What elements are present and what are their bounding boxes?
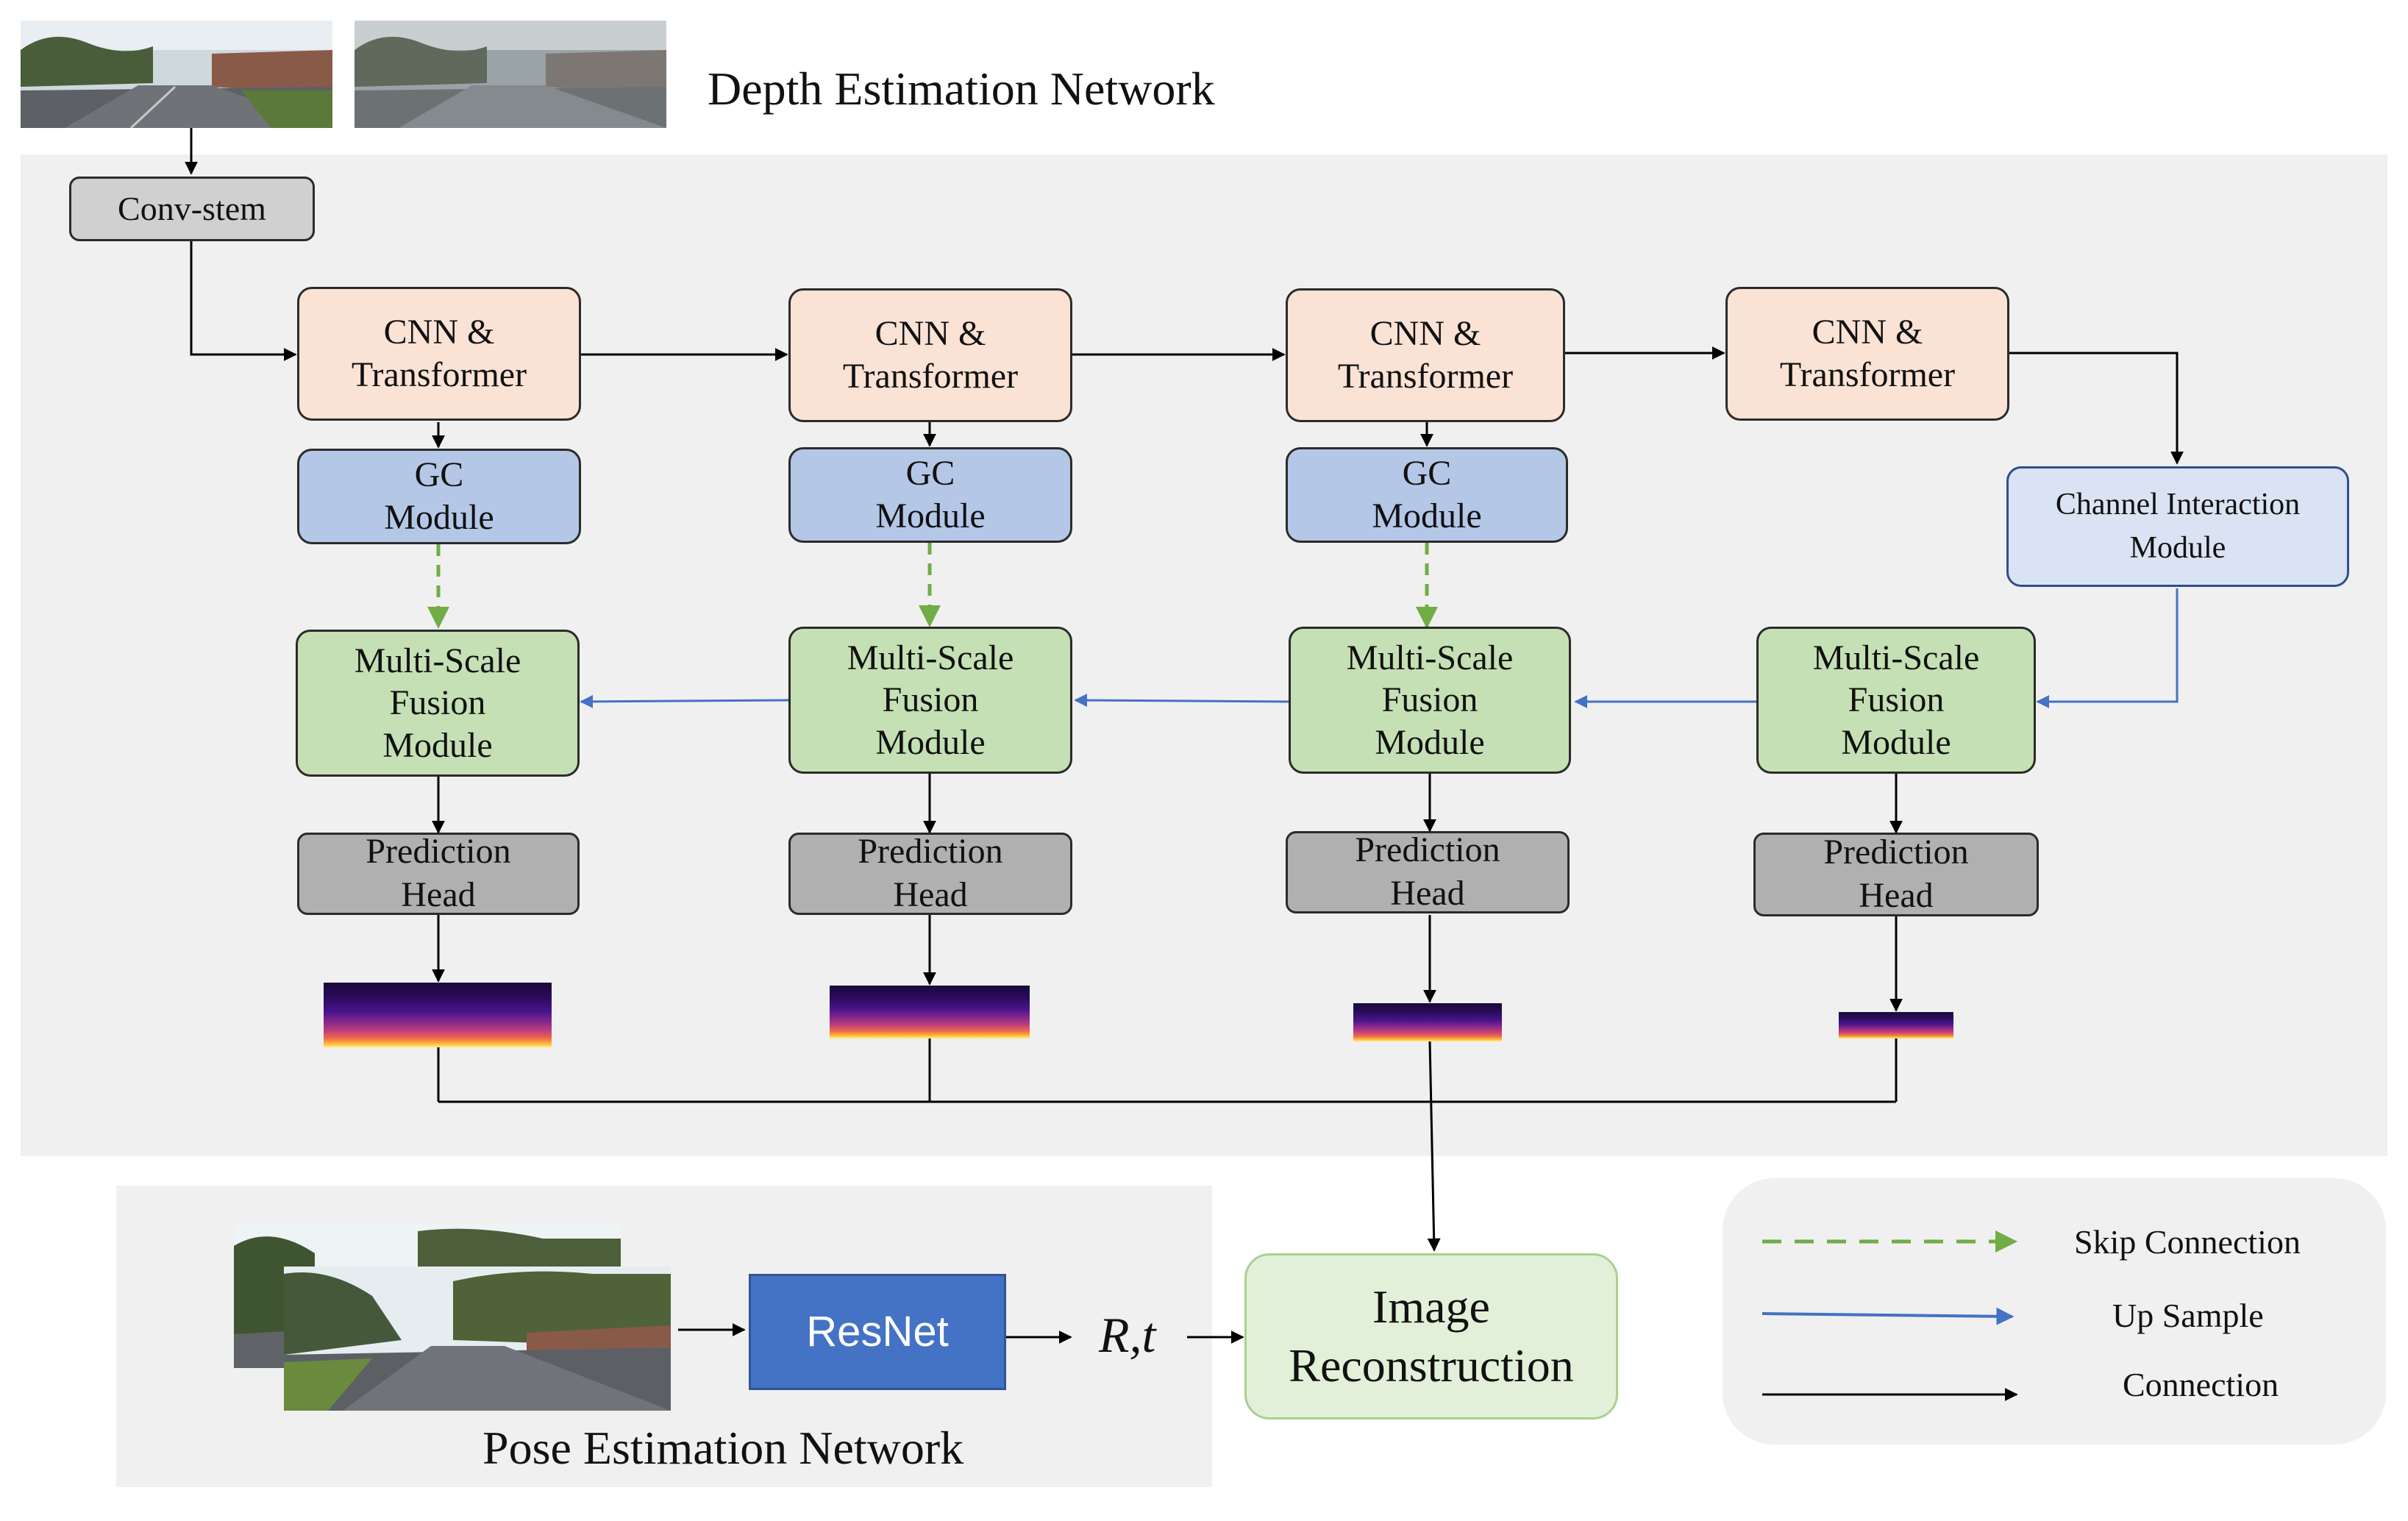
- pose-input-frame-front: [284, 1267, 671, 1411]
- conv-stem-box: Conv-stem: [69, 177, 315, 241]
- legend-skip-connection-label: Skip Connection: [2074, 1223, 2301, 1261]
- prediction-head-stage-4: Prediction Head: [1753, 833, 2039, 916]
- channel-interaction-module: Channel Interaction Module: [2006, 466, 2349, 587]
- input-image-rgb: [21, 21, 332, 128]
- legend-connection-label: Connection: [2123, 1366, 2279, 1403]
- multi-scale-fusion-stage-4: Multi-Scale Fusion Module: [1756, 627, 2036, 774]
- cnn-transformer-stage-1: CNN & Transformer: [297, 287, 581, 421]
- gc-module-stage-1: GC Module: [297, 449, 581, 544]
- input-image-augmented: [355, 21, 666, 128]
- pose-output-rt: R,t: [1099, 1307, 1156, 1363]
- legend-up-sample-label: Up Sample: [2112, 1297, 2264, 1334]
- gc-module-stage-3: GC Module: [1286, 447, 1568, 543]
- gc-module-stage-2: GC Module: [788, 447, 1072, 543]
- prediction-head-stage-2: Prediction Head: [788, 832, 1072, 915]
- depth-map-scale-4: [1839, 1012, 1953, 1039]
- cnn-transformer-stage-4: CNN & Transformer: [1725, 287, 2009, 421]
- resnet-box: ResNet: [749, 1274, 1006, 1390]
- depth-map-scale-3: [1353, 1003, 1502, 1041]
- multi-scale-fusion-stage-1: Multi-Scale Fusion Module: [296, 630, 580, 777]
- multi-scale-fusion-stage-2: Multi-Scale Fusion Module: [788, 627, 1072, 774]
- legend-panel: [1723, 1178, 2386, 1445]
- prediction-head-stage-1: Prediction Head: [297, 832, 580, 915]
- cnn-transformer-stage-3: CNN & Transformer: [1286, 288, 1565, 422]
- skip-connection-lines: [427, 543, 1438, 629]
- cnn-transformer-stage-2: CNN & Transformer: [788, 288, 1072, 422]
- connection-lines: [185, 128, 2184, 1344]
- image-reconstruction-box: Image Reconstruction: [1244, 1253, 1618, 1420]
- depth-map-scale-1: [324, 983, 552, 1047]
- legend-lines: [1762, 1230, 2018, 1401]
- legend-upsample-line: [1762, 1307, 2015, 1325]
- depth-map-scale-2: [830, 986, 1030, 1039]
- pose-network-title: Pose Estimation Network: [482, 1422, 964, 1474]
- depth-network-title: Depth Estimation Network: [708, 63, 1215, 115]
- prediction-head-stage-3: Prediction Head: [1286, 830, 1570, 913]
- multi-scale-fusion-stage-3: Multi-Scale Fusion Module: [1289, 627, 1571, 774]
- upsample-lines: [580, 588, 2179, 708]
